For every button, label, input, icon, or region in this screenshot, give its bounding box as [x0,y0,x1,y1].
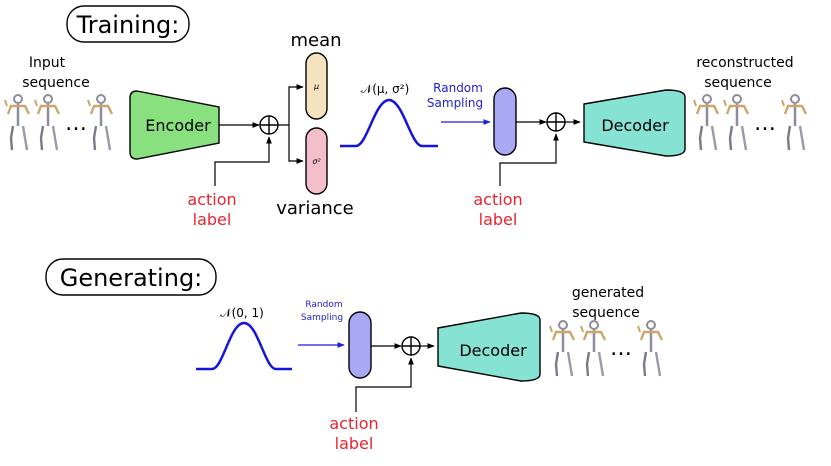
output-skeleton-2 [722,93,750,152]
action-label-arrow-1 [214,136,272,186]
output-ellipsis: … [754,111,776,136]
encoder-block [129,90,220,160]
output-skeleton-3 [780,93,808,152]
output-skeleton-1 [692,93,720,152]
action-label-2-line1: action [473,190,522,209]
training-sampling-line1: Random [433,81,483,95]
output-label-line1: reconstructed [696,55,793,71]
training-latent-block [493,87,517,156]
action-label-arrow-3 [355,357,414,412]
encoder-label: Encoder [145,116,211,135]
action-label-3-line2: label [335,434,374,453]
generating-sampling-line2: Sampling [301,313,343,323]
training-distribution-label: 𝒩(μ, σ²) [361,82,410,96]
generated-ellipsis: … [610,336,632,361]
generating-decoder-block [437,312,541,382]
training-decoder-block [583,89,686,157]
input-skeleton-1 [3,93,31,152]
variance-label: variance [276,198,354,219]
concat-op-2 [546,112,566,132]
input-skeleton-2 [33,93,61,152]
action-label-2-line2: label [479,210,518,229]
input-label-line1: Input [29,55,66,71]
generating-decoder-label: Decoder [459,341,527,360]
concat-to-variance-arrow [288,125,304,164]
input-skeleton-3 [86,93,114,152]
generating-latent-block [348,311,372,379]
variance-block [305,127,328,195]
action-label-3-line1: action [329,414,378,433]
concat-to-mean-arrow [278,84,304,126]
generated-skeleton-1 [548,319,576,378]
training-sampling-line2: Sampling [427,96,483,110]
training-title-box [66,5,190,43]
generating-gaussian-curve [196,321,292,371]
training-section: Training: Input sequence … Encoder actio… [3,5,808,229]
concat-op-1 [259,115,279,135]
generated-skeleton-2 [579,319,607,378]
generating-title: Generating: [60,264,203,292]
mean-block [305,52,328,120]
generated-label-line1: generated [572,285,644,301]
generating-sampling-line1: Random [305,300,342,310]
generating-section: Generating: 𝒩(0, 1) Random Sampling acti… [45,258,664,453]
variance-symbol: σ² [312,157,321,166]
action-label-arrow-2 [499,133,559,186]
action-label-1-line2: label [193,210,232,229]
action-label-1-line1: action [187,190,236,209]
input-ellipsis: … [65,111,87,136]
generating-distribution-label: 𝒩(0, 1) [220,306,264,320]
training-decoder-label: Decoder [601,116,669,135]
input-label-line2: sequence [22,75,89,91]
training-title: Training: [76,11,180,39]
training-gaussian-curve [340,98,438,148]
concat-op-3 [401,336,421,356]
generated-skeleton-3 [636,319,664,378]
mean-symbol: μ [313,82,319,91]
output-label-line2: sequence [704,75,771,91]
generating-title-box [45,258,217,296]
generated-label-line2: sequence [572,305,639,321]
mean-label: mean [290,30,341,51]
